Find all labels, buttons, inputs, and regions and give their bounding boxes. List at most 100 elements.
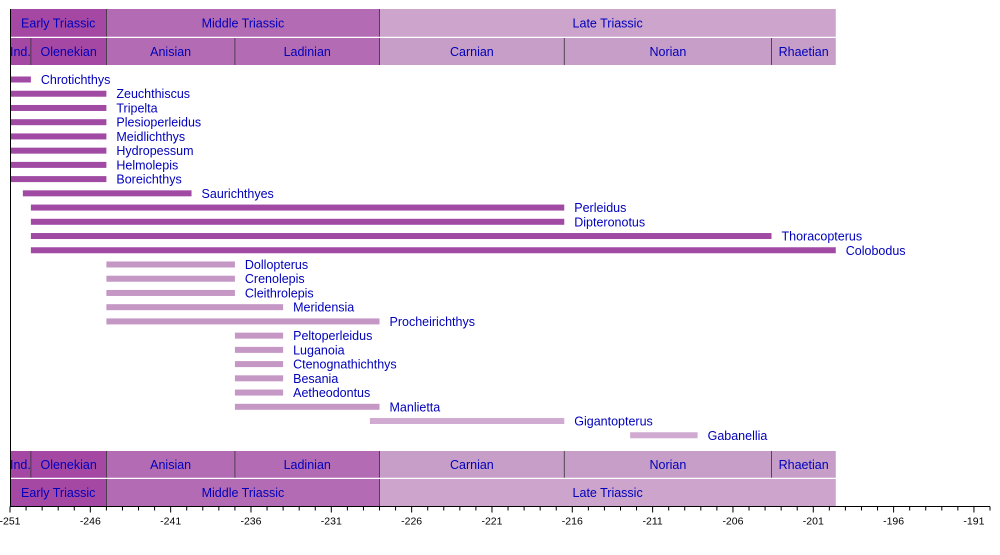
taxon-label-tripelta: Tripelta [116, 101, 157, 115]
taxon-label-saurichthyes: Saurichthyes [202, 187, 274, 201]
top-epoch-early-triassic [10, 9, 107, 37]
taxon-label-besania: Besania [293, 372, 338, 386]
range-bar-tripelta [10, 104, 107, 111]
top-stage-olenekian [30, 38, 107, 65]
range-bar-meridensia [106, 304, 284, 311]
taxon-label-plesioperleidus: Plesioperleidus [116, 116, 201, 130]
range-bar-luganoia [234, 346, 284, 353]
range-bar-ctenognathichthys [234, 361, 284, 368]
range-bar-dollopterus [106, 261, 235, 268]
range-bar-zeuchthiscus [10, 90, 107, 97]
taxon-label-boreichthys: Boreichthys [116, 173, 181, 187]
x-tick-label: -221 [481, 516, 502, 528]
top-stage-norian [564, 38, 772, 65]
range-bar-colobodus [30, 247, 836, 254]
bottom-epoch-early-triassic [10, 479, 107, 506]
range-bar-manlietta [234, 403, 380, 410]
bottom-stage-norian [564, 451, 772, 478]
bottom-stage-label: Ind. [10, 458, 31, 472]
top-stage-label: Carnian [450, 45, 494, 59]
bottom-epoch-label: Late Triassic [573, 486, 643, 500]
taxon-label-chrotichthys: Chrotichthys [41, 73, 110, 87]
taxon-label-gigantopterus: Gigantopterus [574, 415, 653, 429]
bottom-stage-label: Olenekian [40, 458, 96, 472]
x-axis: -251 -246 -241 -236 -231 -226 -221 -216 -211 -206… [0, 9, 991, 528]
taxon-label-gabanellia: Gabanellia [708, 429, 768, 443]
bottom-stage-label: Carnian [450, 458, 494, 472]
bottom-stage-label: Anisian [150, 458, 191, 472]
range-bar-plesioperleidus [10, 119, 107, 126]
range-bar-dipteronotus [30, 218, 565, 225]
top-stage-ladinian [234, 38, 380, 65]
taxon-label-procheirichthys: Procheirichthys [390, 315, 475, 329]
range-bar-besania [234, 375, 284, 382]
taxon-label-hydropessum: Hydropessum [116, 144, 193, 158]
taxon-label-colobodus: Colobodus [846, 244, 906, 258]
top-epoch-late-triassic [379, 9, 836, 37]
x-tick-label: -231 [321, 516, 342, 528]
bottom-stage-band: Ind. Olenekian Anisian Ladinian Carnian Noria… [10, 451, 836, 480]
x-tick-label: -196 [883, 516, 904, 528]
range-bar-aetheodontus [234, 389, 284, 396]
x-tick-label: -216 [562, 516, 583, 528]
x-tick-label: -206 [722, 516, 743, 528]
top-stage-label: Anisian [150, 45, 191, 59]
taxon-label-meridensia: Meridensia [293, 301, 354, 315]
x-tick-label: -236 [240, 516, 261, 528]
bottom-stage-label: Ladinian [284, 458, 331, 472]
x-tick-label: -241 [160, 516, 181, 528]
range-bar-hydropessum [10, 147, 107, 154]
bottom-epoch-label: Early Triassic [21, 486, 95, 500]
range-bar-perleidus [30, 204, 565, 211]
top-epoch-label: Late Triassic [573, 17, 643, 31]
taxon-label-peltoperleidus: Peltoperleidus [293, 329, 372, 343]
taxon-label-helmolepis: Helmolepis [116, 158, 178, 172]
taxon-label-dollopterus: Dollopterus [245, 258, 308, 272]
bottom-epoch-middle-triassic [106, 479, 380, 506]
range-bar-meidlichthys [10, 133, 107, 140]
bottom-stage-rhaetian [771, 451, 836, 478]
taxon-label-perleidus: Perleidus [574, 201, 626, 215]
taxon-label-luganoia: Luganoia [293, 343, 344, 357]
top-stage-anisian [106, 38, 235, 65]
taxon-label-ctenognathichthys: Ctenognathichthys [293, 358, 397, 372]
x-tick-label: -246 [80, 516, 101, 528]
x-tick-label: -211 [642, 516, 662, 528]
taxon-label-manlietta: Manlietta [390, 400, 441, 414]
range-bar-gigantopterus [369, 418, 565, 425]
top-epoch-label: Early Triassic [21, 17, 95, 31]
x-tick-label: -201 [803, 516, 824, 528]
range-bar-peltoperleidus [234, 332, 284, 339]
taxon-label-thoracopterus: Thoracopterus [782, 230, 863, 244]
bottom-stage-ind [10, 451, 31, 478]
top-stage-ind [10, 38, 31, 65]
bottom-stage-anisian [106, 451, 235, 478]
range-bar-chrotichthys [10, 76, 31, 83]
top-stage-carnian [379, 38, 565, 65]
x-tick-label: -226 [401, 516, 422, 528]
bottom-stage-label: Norian [649, 458, 686, 472]
top-stage-label: Rhaetian [779, 45, 829, 59]
x-tick-label: -251 [0, 516, 21, 528]
range-bar-helmolepis [10, 161, 107, 168]
taxon-label-aetheodontus: Aetheodontus [293, 386, 370, 400]
bottom-stage-olenekian [30, 451, 107, 478]
taxon-label-cleithrolepis: Cleithrolepis [245, 286, 314, 300]
taxon-label-crenolepis: Crenolepis [245, 272, 305, 286]
taxon-label-meidlichthys: Meidlichthys [116, 130, 185, 144]
taxon-label-zeuchthiscus: Zeuchthiscus [116, 87, 190, 101]
range-bar-thoracopterus [30, 233, 772, 240]
bottom-stage-ladinian [234, 451, 380, 478]
bottom-epoch-late-triassic [379, 479, 836, 506]
top-epoch-middle-triassic [106, 9, 380, 37]
top-stage-label: Norian [649, 45, 686, 59]
taxon-range-bars: ChrotichthysZeuchthiscusTripeltaPlesiope… [10, 73, 906, 443]
taxon-label-dipteronotus: Dipteronotus [574, 215, 645, 229]
top-stage-label: Ind. [10, 45, 31, 59]
range-bar-crenolepis [106, 275, 235, 282]
range-bar-procheirichthys [106, 318, 380, 325]
bottom-stage-label: Rhaetian [779, 458, 829, 472]
